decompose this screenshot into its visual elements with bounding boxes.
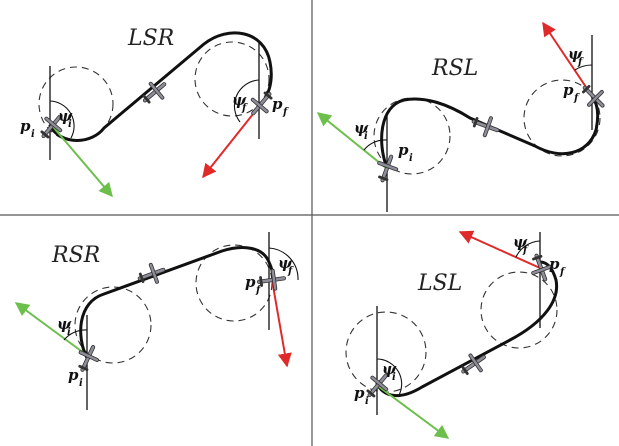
svg-text:ψ: ψ xyxy=(354,119,369,137)
end-angle-label: ψ f xyxy=(232,91,248,114)
svg-text:i: i xyxy=(67,327,71,338)
end-point-label: p f xyxy=(563,81,580,104)
end-turn-circle xyxy=(194,41,270,117)
svg-text:ψ: ψ xyxy=(568,45,583,63)
panel-title: RSR xyxy=(51,243,100,268)
final-heading-arrow xyxy=(271,279,292,368)
start-turn-circle xyxy=(74,286,152,364)
aircraft-icon xyxy=(471,113,501,138)
svg-text:f: f xyxy=(241,103,248,114)
svg-text:f: f xyxy=(282,107,289,118)
end-angle-arc xyxy=(515,240,541,258)
start-angle-arc xyxy=(63,329,88,341)
end-point-label: p f xyxy=(245,273,262,296)
end-turn-circle xyxy=(480,271,558,349)
panel-lsr: LSR p i ψ i p f ψ f xyxy=(20,26,289,198)
final-heading-arrow xyxy=(542,21,593,97)
svg-text:ψ: ψ xyxy=(58,107,73,125)
svg-text:ψ: ψ xyxy=(278,254,293,272)
aircraft-icon xyxy=(139,77,170,107)
svg-text:f: f xyxy=(559,267,566,278)
svg-text:i: i xyxy=(31,129,35,140)
svg-text:i: i xyxy=(392,372,396,383)
start-angle-arc xyxy=(49,100,75,139)
svg-text:p: p xyxy=(563,81,574,99)
svg-text:f: f xyxy=(522,245,529,256)
svg-text:p: p xyxy=(272,95,283,113)
start-angle-label: ψ i xyxy=(58,107,73,130)
initial-heading-arrow xyxy=(53,127,113,198)
start-angle-label: ψ i xyxy=(354,119,369,142)
svg-text:p: p xyxy=(354,384,365,402)
end-point-label: p f xyxy=(549,255,566,278)
svg-text:i: i xyxy=(79,378,83,389)
svg-text:f: f xyxy=(255,285,262,296)
panel-rsr: RSR p i ψ i p f ψ f xyxy=(14,232,299,410)
start-angle-arc xyxy=(376,358,403,398)
aircraft-icon xyxy=(578,81,608,111)
initial-heading-arrow xyxy=(14,302,89,357)
svg-text:p: p xyxy=(549,255,560,273)
panel-title: RSL xyxy=(431,56,478,81)
panel-title: LSL xyxy=(417,271,462,296)
svg-text:f: f xyxy=(287,266,294,277)
dubins-path xyxy=(79,246,275,360)
start-point-label: p i xyxy=(68,366,83,389)
svg-text:p: p xyxy=(20,117,31,135)
start-turn-circle xyxy=(373,97,451,175)
end-angle-arc xyxy=(268,247,299,281)
svg-text:p: p xyxy=(245,273,256,291)
svg-text:i: i xyxy=(364,131,368,142)
svg-text:ψ: ψ xyxy=(232,91,247,109)
panel-title: LSR xyxy=(127,26,174,51)
end-turn-circle xyxy=(523,79,601,157)
dubins-path xyxy=(375,260,559,398)
svg-text:ψ: ψ xyxy=(382,360,397,378)
dubins-path xyxy=(48,31,273,142)
start-turn-circle xyxy=(38,66,114,142)
start-angle-label: ψ i xyxy=(57,315,72,338)
final-heading-arrow xyxy=(458,230,541,269)
svg-text:p: p xyxy=(68,366,79,384)
start-point-label: p i xyxy=(398,141,413,164)
end-angle-label: ψ f xyxy=(513,233,529,256)
end-angle-arc xyxy=(574,64,593,71)
initial-heading-arrow xyxy=(316,112,387,169)
final-heading-arrow xyxy=(202,103,262,179)
start-angle-arc xyxy=(363,139,388,151)
panel-rsl: RSL p i ψ i p f ψ f xyxy=(316,21,609,212)
panel-lsl: LSL p i ψ i p f ψ f xyxy=(345,230,566,439)
dubins-path xyxy=(380,94,600,170)
start-turn-circle xyxy=(345,311,427,393)
svg-text:i: i xyxy=(365,396,369,407)
svg-text:f: f xyxy=(577,57,584,68)
svg-text:i: i xyxy=(409,153,413,164)
svg-text:ψ: ψ xyxy=(513,233,528,251)
initial-heading-arrow xyxy=(377,385,450,439)
svg-text:f: f xyxy=(573,93,580,104)
end-angle-arc xyxy=(233,79,260,123)
start-angle-label: ψ i xyxy=(382,360,397,383)
start-point-label: p i xyxy=(354,384,369,407)
start-point-label: p i xyxy=(20,117,35,140)
svg-text:p: p xyxy=(398,141,409,159)
end-angle-label: ψ f xyxy=(278,254,294,277)
end-angle-label: ψ f xyxy=(568,45,584,68)
end-point-label: p f xyxy=(272,95,289,118)
svg-text:i: i xyxy=(68,119,72,130)
svg-text:ψ: ψ xyxy=(57,315,72,333)
